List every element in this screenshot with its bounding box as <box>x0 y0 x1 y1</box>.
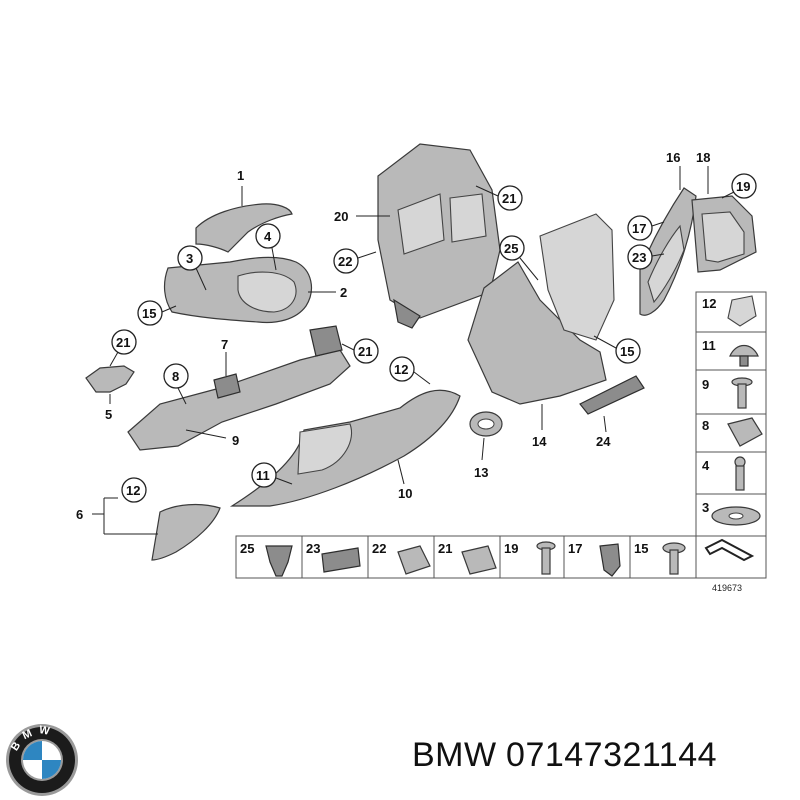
cell-12-number: 12 <box>702 296 716 311</box>
callout-22: 22 <box>338 254 352 269</box>
callout-5: 5 <box>105 407 112 422</box>
part-20-center-carrier: 20 21 22 <box>333 143 523 329</box>
part-24-grille: 24 <box>579 375 645 449</box>
callout-21-left: 21 <box>116 335 130 350</box>
callout-4-bubble: 4 <box>255 223 281 271</box>
callout-15-bubble-left: 15 <box>137 300 177 326</box>
callout-20: 20 <box>334 209 348 224</box>
brand-name: BMW <box>412 736 497 774</box>
cell-17-number: 17 <box>568 541 582 556</box>
callout-11: 11 <box>256 468 270 483</box>
cell-21-number: 21 <box>438 541 452 556</box>
part-10-lower-panel: 10 11 12 <box>229 356 461 507</box>
callout-2: 2 <box>340 285 347 300</box>
part-16-23-grille-left: 16 17 23 <box>627 150 697 316</box>
callout-25-top: 25 <box>504 241 518 256</box>
callout-8: 8 <box>172 369 179 384</box>
callout-23-top: 23 <box>632 250 646 265</box>
part-14-center-side-panel: 14 25 15 <box>467 213 641 449</box>
part-5-bracket: 5 21 <box>85 329 137 422</box>
cell-8-number: 8 <box>702 418 709 433</box>
callout-15-right: 15 <box>620 344 634 359</box>
part-1-trim-cover: 1 <box>195 168 293 253</box>
callout-7: 7 <box>221 337 228 352</box>
part-6-end-cover: 6 12 <box>76 477 221 561</box>
callout-14: 14 <box>532 434 547 449</box>
cell-4-number: 4 <box>702 458 710 473</box>
callout-21-top: 21 <box>502 191 516 206</box>
callout-16: 16 <box>666 150 680 165</box>
callout-19-top: 19 <box>736 179 750 194</box>
callout-18: 18 <box>696 150 710 165</box>
callout-3-bubble: 3 <box>177 245 207 291</box>
part-7-8-9-carrier: 7 8 9 21 <box>127 325 379 451</box>
callout-6: 6 <box>76 507 83 522</box>
cell-25-number: 25 <box>240 541 254 556</box>
part-18-19-grille-right: 18 19 <box>691 150 757 273</box>
svg-text:4: 4 <box>264 229 272 244</box>
callout-1: 1 <box>237 168 244 183</box>
callout-12-mid: 12 <box>394 362 408 377</box>
cell-9-number: 9 <box>702 377 709 392</box>
callout-24: 24 <box>596 434 611 449</box>
callout-12-left: 12 <box>126 483 140 498</box>
part-caption: BMW 07147321144 <box>412 736 717 775</box>
cell-19-number: 19 <box>504 541 518 556</box>
callout-9: 9 <box>232 433 239 448</box>
cell-15-number: 15 <box>634 541 648 556</box>
cell-23-number: 23 <box>306 541 320 556</box>
fastener-column-right: 12 11 9 8 4 3 <box>695 291 767 579</box>
svg-text:15: 15 <box>142 306 156 321</box>
part-13-ring: 13 <box>469 411 503 480</box>
bmw-logo: BMW <box>6 724 78 796</box>
callout-10: 10 <box>398 486 412 501</box>
callout-13: 13 <box>474 465 488 480</box>
part-2-column-trim: 2 <box>163 256 347 324</box>
fastener-row-bottom: 25 23 22 21 19 17 15 <box>235 535 697 579</box>
part-number: 07147321144 <box>506 736 718 774</box>
callout-17-top: 17 <box>632 221 646 236</box>
svg-text:3: 3 <box>186 251 193 266</box>
cell-11-number: 11 <box>702 338 716 353</box>
cell-22-number: 22 <box>372 541 386 556</box>
callout-21-mid: 21 <box>358 344 372 359</box>
drawing-number: 419673 <box>712 583 742 593</box>
cell-3-number: 3 <box>702 500 709 515</box>
